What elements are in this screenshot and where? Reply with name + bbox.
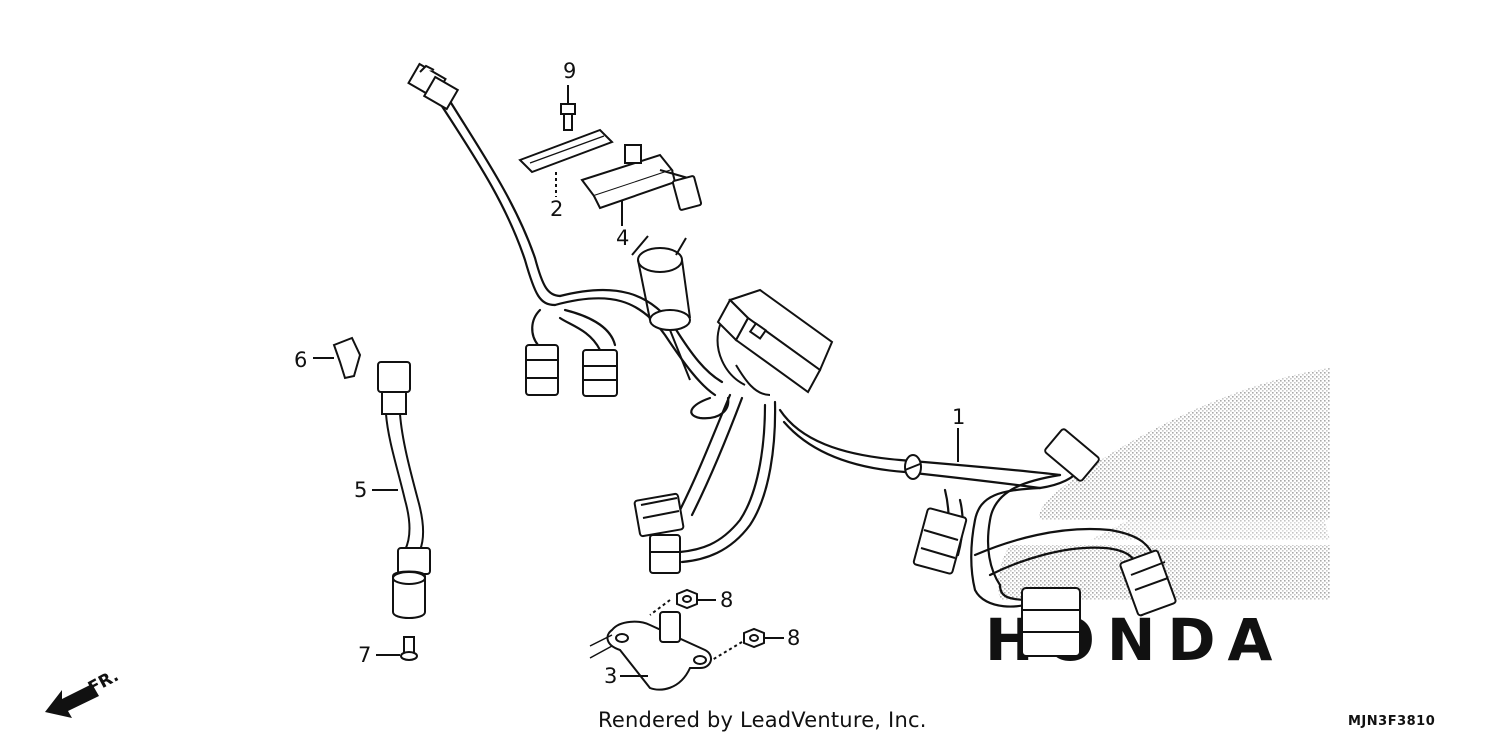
nut-part-8-upper <box>649 588 716 616</box>
bolt-part-9 <box>560 85 576 131</box>
callout-5: 5 <box>354 478 367 502</box>
stay-plate-part-2 <box>518 128 614 197</box>
connector-right-side <box>912 428 1177 657</box>
front-direction-arrow: FR. <box>45 666 122 718</box>
sensor-part-5 <box>372 361 431 619</box>
callout-9: 9 <box>563 59 576 83</box>
callout-6: 6 <box>294 348 307 372</box>
bracket-part-4 <box>580 144 703 226</box>
callout-8-lower: 8 <box>787 626 800 650</box>
connector-pair-left <box>525 344 618 397</box>
render-credit: Rendered by LeadVenture, Inc. <box>598 708 927 732</box>
callout-1: 1 <box>952 405 965 429</box>
callout-7: 7 <box>358 643 371 667</box>
honda-wing-watermark <box>998 368 1330 600</box>
control-unit-box <box>716 288 834 396</box>
sensor-base-part-3 <box>589 611 712 691</box>
diagram-code: MJN3F3810 <box>1348 714 1436 729</box>
sensor-cap <box>631 235 691 381</box>
clip-part-6 <box>313 336 362 380</box>
callout-4: 4 <box>616 226 629 250</box>
callout-3: 3 <box>604 664 617 688</box>
callout-8-upper: 8 <box>720 588 733 612</box>
connector-lower-center <box>633 492 685 574</box>
harness-clamp <box>904 454 922 480</box>
connector-top-left <box>407 62 460 111</box>
callout-2: 2 <box>550 197 563 221</box>
screw-part-7 <box>376 636 418 661</box>
nut-part-8-lower <box>711 627 784 661</box>
